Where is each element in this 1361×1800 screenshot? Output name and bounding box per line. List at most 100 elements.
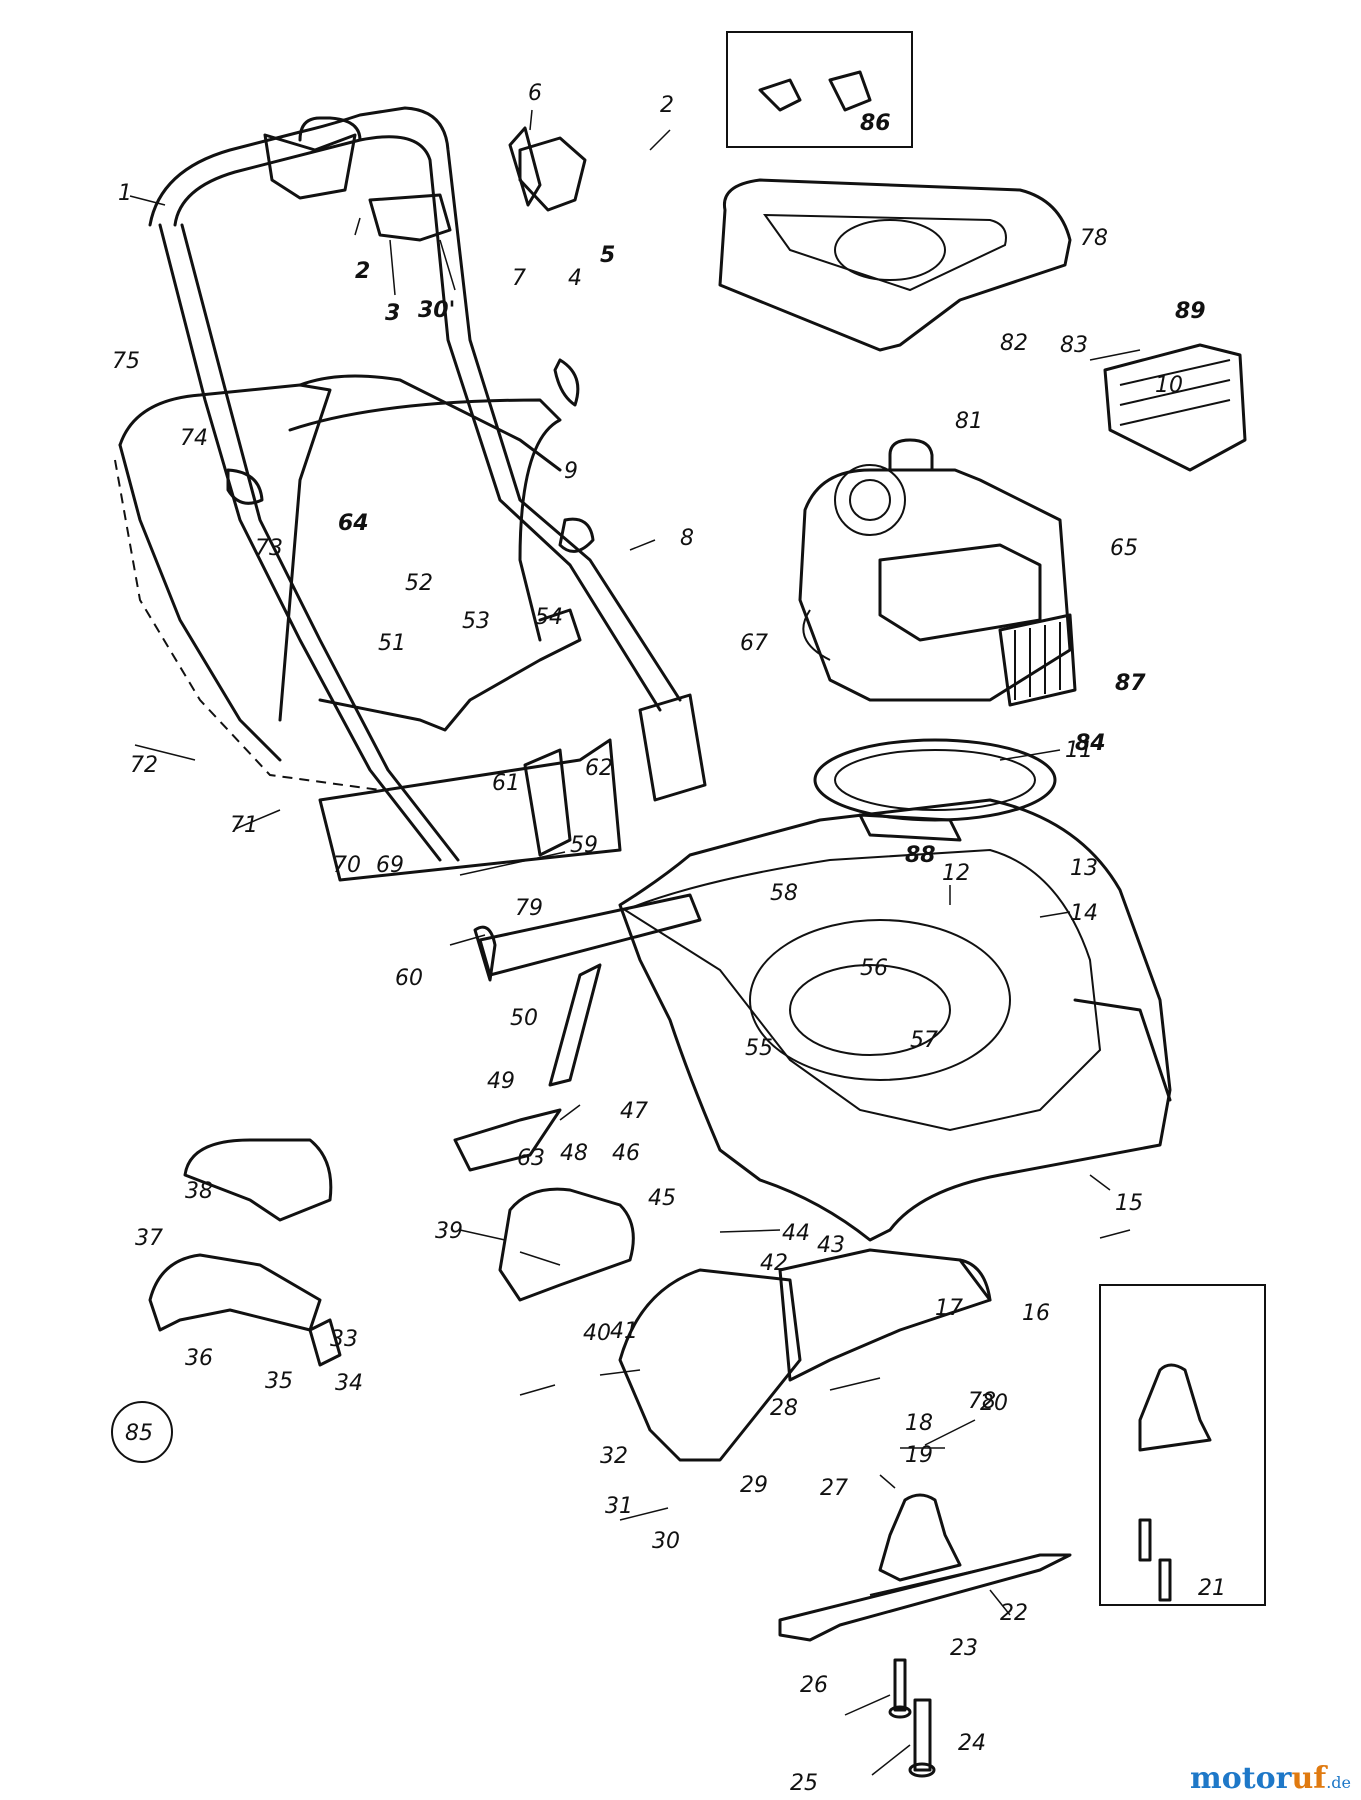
- callout-5: 5: [600, 243, 615, 268]
- callout-57: 57: [910, 1028, 938, 1053]
- callout-75: 75: [112, 349, 140, 374]
- inset-box-21: [1099, 1284, 1266, 1606]
- callout-30: 30: [652, 1529, 680, 1554]
- callout-43: 43: [817, 1233, 845, 1258]
- callout-4: 4: [568, 266, 582, 291]
- callout-51: 51: [378, 631, 406, 656]
- watermark-logo: motoruf.de: [1190, 1761, 1351, 1796]
- callout-39: 39: [435, 1219, 463, 1244]
- callout-65: 65: [1110, 536, 1138, 561]
- callout-15: 15: [1115, 1191, 1143, 1216]
- callout-64: 64: [338, 511, 369, 536]
- callout-86: 86: [860, 111, 891, 136]
- callout-46: 46: [612, 1141, 640, 1166]
- callout-9: 9: [564, 459, 578, 484]
- callout-49: 49: [487, 1069, 515, 1094]
- callout-8: 8: [680, 526, 694, 551]
- callout-19: 19: [905, 1443, 933, 1468]
- callout-20: 20: [980, 1391, 1008, 1416]
- cutting-blade: [778, 1553, 1072, 1642]
- callout-59: 59: [570, 833, 598, 858]
- callout-56: 56: [860, 956, 888, 981]
- callout-13: 13: [1070, 856, 1098, 881]
- callout-16: 16: [1022, 1301, 1050, 1326]
- callout-26: 26: [800, 1673, 828, 1698]
- callout-25: 25: [790, 1771, 818, 1796]
- callout-3: 3: [385, 301, 400, 326]
- callout-60: 60: [395, 966, 423, 991]
- callout-79: 79: [515, 896, 543, 921]
- callout-21: 21: [1198, 1576, 1226, 1601]
- callout-50: 50: [510, 1006, 538, 1031]
- callout-67: 67: [740, 631, 768, 656]
- chute-bracket: [618, 1248, 992, 1462]
- callout-83: 83: [1060, 333, 1088, 358]
- watermark-part1: motor: [1190, 1761, 1292, 1796]
- callout-72: 72: [130, 753, 158, 778]
- callout-38: 38: [185, 1179, 213, 1204]
- callout-18: 18: [905, 1411, 933, 1436]
- callout-71: 71: [230, 813, 258, 838]
- callout-24: 24: [958, 1731, 986, 1756]
- callout-81: 81: [955, 409, 983, 434]
- callout-61: 61: [492, 771, 520, 796]
- callout-27: 27: [820, 1476, 848, 1501]
- cable-clip: [558, 517, 595, 553]
- callout-32: 32: [600, 1444, 628, 1469]
- callout-89: 89: [1175, 299, 1206, 324]
- rear-axle-assembly: [148, 1138, 342, 1367]
- blade-adapter: [878, 1493, 962, 1582]
- callout-2: 2: [660, 93, 674, 118]
- callout-63: 63: [517, 1146, 545, 1171]
- cable-control-lever: [368, 126, 587, 242]
- callout-44: 44: [782, 1221, 810, 1246]
- callout-2: 2: [355, 259, 370, 284]
- callout-17: 17: [935, 1296, 963, 1321]
- callout-54: 54: [535, 605, 563, 630]
- blade-bolts: [888, 1658, 936, 1778]
- callout-29: 29: [740, 1473, 768, 1498]
- callout-40: 40: [583, 1321, 611, 1346]
- callout-35: 35: [265, 1369, 293, 1394]
- callout-52: 52: [405, 571, 433, 596]
- callout-12: 12: [942, 861, 970, 886]
- rear-flap: [318, 738, 702, 982]
- watermark-suffix: .de: [1326, 1773, 1351, 1792]
- engine-cover: [718, 178, 1072, 352]
- callout-74: 74: [180, 426, 208, 451]
- callout-10: 10: [1155, 373, 1183, 398]
- hinge-bracket-62: [638, 693, 707, 802]
- callout-34: 34: [335, 1371, 363, 1396]
- callout-85: 85: [125, 1421, 153, 1446]
- callout-22: 22: [1000, 1601, 1028, 1626]
- handle-knob-left: [226, 468, 264, 505]
- leader-lines: [129, 109, 1141, 1776]
- engine: [798, 438, 1077, 707]
- upper-handle: [148, 106, 682, 862]
- wheel-height-lever: [453, 963, 602, 1172]
- callout-53: 53: [462, 609, 490, 634]
- callout-58: 58: [770, 881, 798, 906]
- callout-73: 73: [255, 536, 283, 561]
- callout-31: 31: [605, 1494, 633, 1519]
- callout-labels: 1 2 2 3 4 5 6 7 8 9 10 11 12 13 14 15 16…: [112, 81, 1226, 1796]
- callout-87: 87: [1115, 671, 1146, 696]
- callout-6: 6: [528, 81, 542, 106]
- circle-85: [111, 1401, 173, 1463]
- callout-7: 7: [512, 266, 526, 291]
- hinge-bracket-61: [523, 748, 572, 857]
- air-filter: [1103, 343, 1247, 472]
- callout-23: 23: [950, 1636, 978, 1661]
- callout-78-spacer: 78: [968, 1389, 996, 1414]
- callout-37: 37: [135, 1226, 163, 1251]
- callout-42: 42: [760, 1251, 788, 1276]
- callout-62: 62: [585, 756, 613, 781]
- watermark-part2: uf: [1291, 1761, 1327, 1796]
- callout-28: 28: [770, 1396, 798, 1421]
- grass-catcher: [114, 374, 582, 791]
- handle-knob-right: [553, 358, 580, 407]
- callout-55: 55: [745, 1036, 773, 1061]
- callout-84: 84: [1075, 731, 1106, 756]
- front-shield: [498, 1187, 635, 1302]
